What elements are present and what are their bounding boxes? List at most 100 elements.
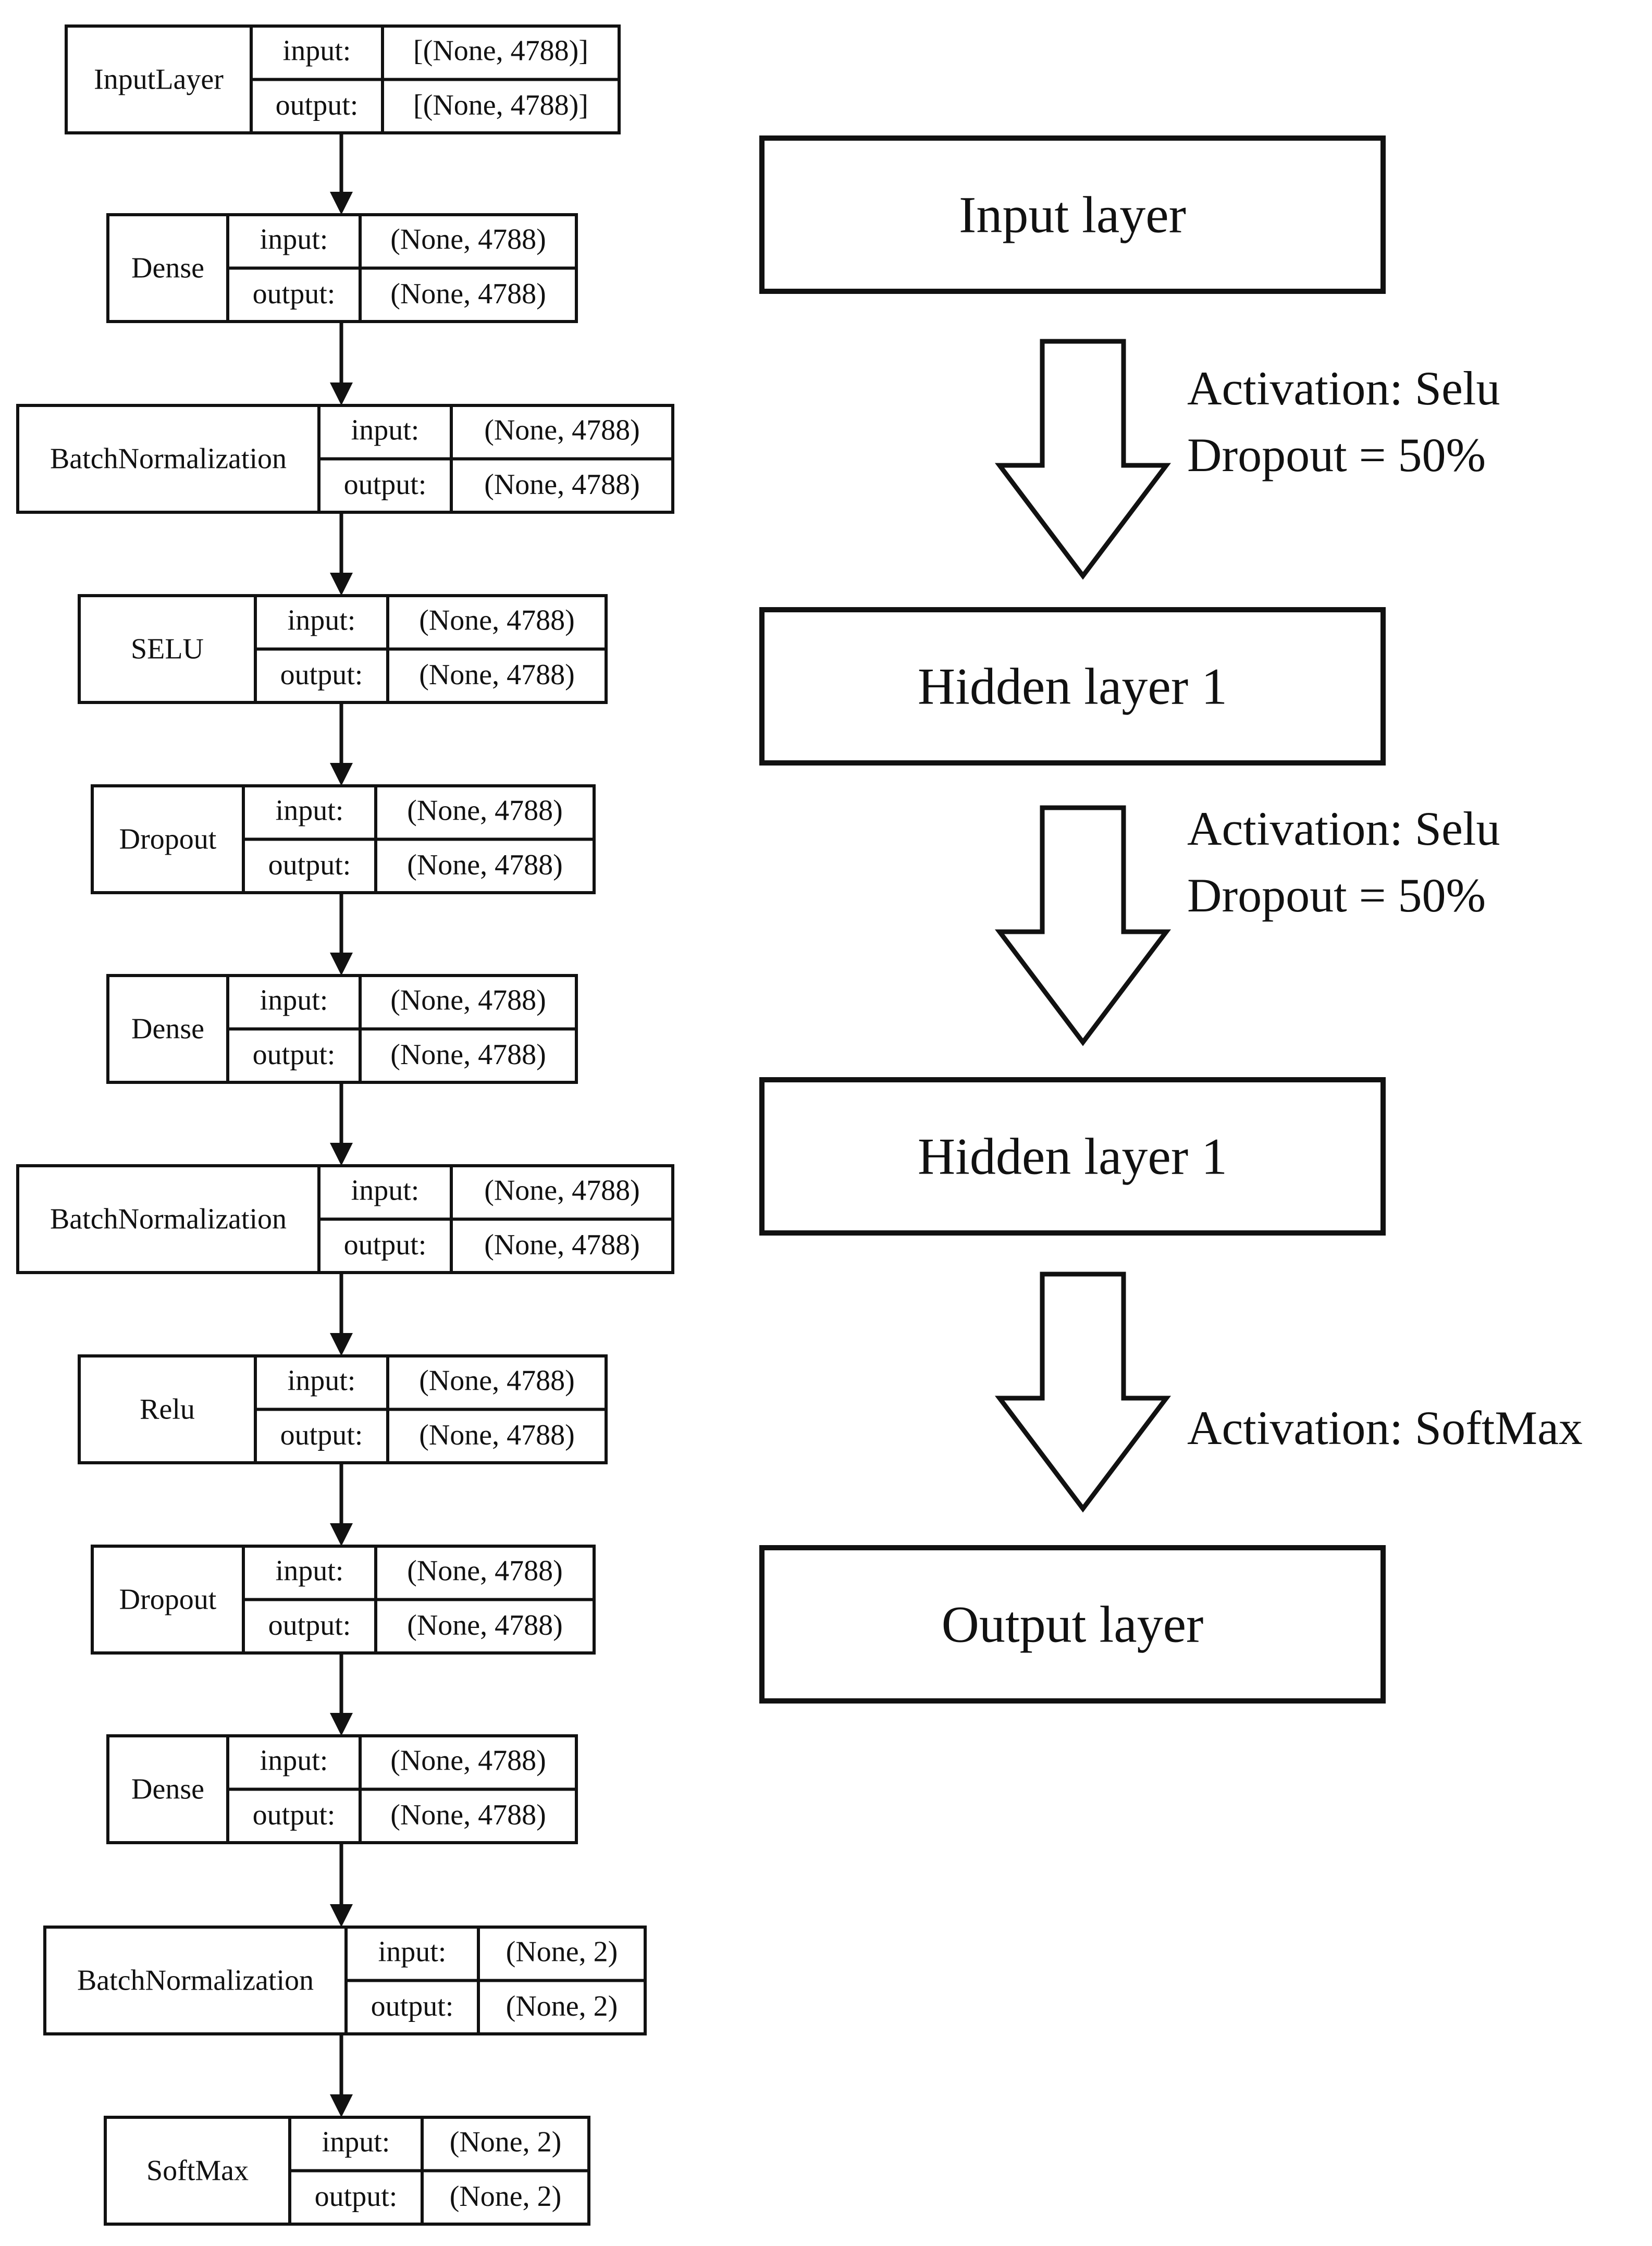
- connector-arrowhead: [330, 1713, 353, 1736]
- output-label: output:: [253, 1039, 336, 1071]
- input-shape: (None, 4788): [390, 984, 546, 1016]
- output-shape: (None, 4788): [484, 468, 640, 501]
- layer-name: BatchNormalization: [77, 1965, 314, 1997]
- output-label: output:: [344, 1229, 427, 1261]
- summary-block: Hidden layer 1: [759, 607, 1386, 766]
- connector-arrowhead: [330, 382, 353, 405]
- input-label: input:: [288, 1364, 356, 1397]
- down-arrow-icon: [994, 1272, 1172, 1513]
- transition-annotation: Activation: SoftMax: [1187, 1401, 1583, 1454]
- output-label: output:: [315, 2180, 398, 2213]
- layer-box: BatchNormalization input: output: (None, 47…: [16, 1164, 674, 1274]
- output-label: output:: [280, 1419, 363, 1451]
- summary-block: Hidden layer 1: [759, 1077, 1386, 1236]
- connector-arrowhead: [330, 192, 353, 215]
- layer-name: Relu: [140, 1393, 195, 1426]
- connector-arrowhead: [330, 1333, 353, 1356]
- input-label: input:: [276, 1554, 344, 1587]
- input-shape: (None, 4788): [390, 223, 546, 255]
- input-shape: (None, 4788): [407, 794, 563, 826]
- output-label: output:: [253, 1799, 336, 1831]
- layer-box: Relu input: output: (None, 4788) (None, 4788…: [78, 1354, 608, 1464]
- input-shape: (None, 2): [450, 2126, 562, 2158]
- output-shape: (None, 4788): [390, 1039, 546, 1071]
- input-label: input:: [351, 414, 420, 446]
- input-shape: (None, 4788): [419, 604, 575, 636]
- layer-name: SELU: [131, 633, 204, 665]
- layer-name: Dense: [131, 252, 204, 285]
- input-label: input:: [276, 794, 344, 826]
- output-shape: (None, 4788): [484, 1229, 640, 1261]
- connector-arrowhead: [330, 763, 353, 786]
- layer-box: SELU input: output: (None, 4788) (None, 4788…: [78, 594, 608, 704]
- output-label: output:: [253, 278, 336, 310]
- input-shape: (None, 4788): [484, 1174, 640, 1206]
- layer-name: Dropout: [119, 1584, 217, 1616]
- transition-annotation: Dropout = 50%: [1187, 428, 1486, 482]
- summary-block-label: Hidden layer 1: [918, 1128, 1227, 1186]
- layer-box: Dense input: output: (None, 4788) (None, 478…: [106, 974, 578, 1084]
- down-arrow-icon: [994, 339, 1172, 580]
- output-label: output:: [371, 1990, 454, 2022]
- input-shape: (None, 4788): [484, 414, 640, 446]
- input-shape: (None, 4788): [407, 1554, 563, 1587]
- input-label: input:: [322, 2126, 390, 2158]
- layer-box: Dropout input: output: (None, 4788) (None, 4…: [91, 1545, 596, 1655]
- connector-arrowhead: [330, 573, 353, 596]
- output-label: output:: [268, 1609, 351, 1642]
- layer-name: BatchNormalization: [50, 1203, 287, 1236]
- output-shape: (None, 4788): [419, 659, 575, 691]
- layer-name: InputLayer: [94, 64, 224, 96]
- output-label: output:: [280, 659, 363, 691]
- down-arrow-icon: [994, 805, 1172, 1046]
- output-shape: [(None, 4788)]: [413, 89, 588, 121]
- connector-arrowhead: [330, 2094, 353, 2117]
- output-shape: (None, 4788): [390, 1799, 546, 1831]
- connector-arrowhead: [330, 1904, 353, 1927]
- output-label: output:: [276, 89, 359, 121]
- layer-box: Dropout input: output: (None, 4788) (None, 4…: [91, 784, 596, 894]
- output-label: output:: [344, 468, 427, 501]
- output-label: output:: [268, 849, 351, 881]
- layer-box: Dense input: output: (None, 4788) (None, 478…: [106, 1734, 578, 1844]
- layer-box: InputLayer input: output: [(None, 4788)] [(N…: [65, 24, 621, 134]
- input-label: input:: [288, 604, 356, 636]
- summary-block-label: Output layer: [942, 1596, 1204, 1653]
- input-label: input:: [260, 1744, 328, 1776]
- input-label: input:: [351, 1174, 420, 1206]
- layer-stack: InputLayer input: output: [(None, 4788)] [(N…: [16, 24, 674, 2226]
- layer-name: Dense: [131, 1013, 204, 1045]
- layer-name: Dropout: [119, 823, 217, 856]
- input-label: input:: [260, 984, 328, 1016]
- output-shape: (None, 2): [506, 1990, 618, 2022]
- connector-arrowhead: [330, 1143, 353, 1166]
- layer-box: BatchNormalization input: output: (None, 47…: [16, 404, 674, 514]
- output-shape: (None, 4788): [407, 849, 563, 881]
- input-label: input:: [283, 34, 351, 67]
- input-shape: (None, 2): [506, 1935, 618, 1968]
- output-shape: (None, 2): [450, 2180, 562, 2213]
- layer-name: Dense: [131, 1773, 204, 1806]
- summary-block: Output layer: [759, 1545, 1386, 1704]
- layer-box: BatchNormalization input: output: (None, 2)…: [43, 1926, 647, 2035]
- transition-annotation: Activation: Selu: [1187, 802, 1500, 855]
- output-shape: (None, 4788): [390, 278, 546, 310]
- output-shape: (None, 4788): [419, 1419, 575, 1451]
- summary-block-label: Input layer: [959, 186, 1186, 244]
- summary-block: Input layer: [759, 135, 1386, 294]
- summary-block-label: Hidden layer 1: [918, 658, 1227, 715]
- connector-arrowhead: [330, 1523, 353, 1546]
- output-shape: (None, 4788): [407, 1609, 563, 1642]
- input-shape: (None, 4788): [390, 1744, 546, 1776]
- layer-name: BatchNormalization: [50, 443, 287, 475]
- transition-annotation: Dropout = 50%: [1187, 869, 1486, 922]
- input-shape: (None, 4788): [419, 1364, 575, 1397]
- connector-arrowhead: [330, 953, 353, 976]
- transition-annotation: Activation: Selu: [1187, 362, 1500, 415]
- input-shape: [(None, 4788)]: [413, 34, 588, 67]
- input-label: input:: [378, 1935, 447, 1968]
